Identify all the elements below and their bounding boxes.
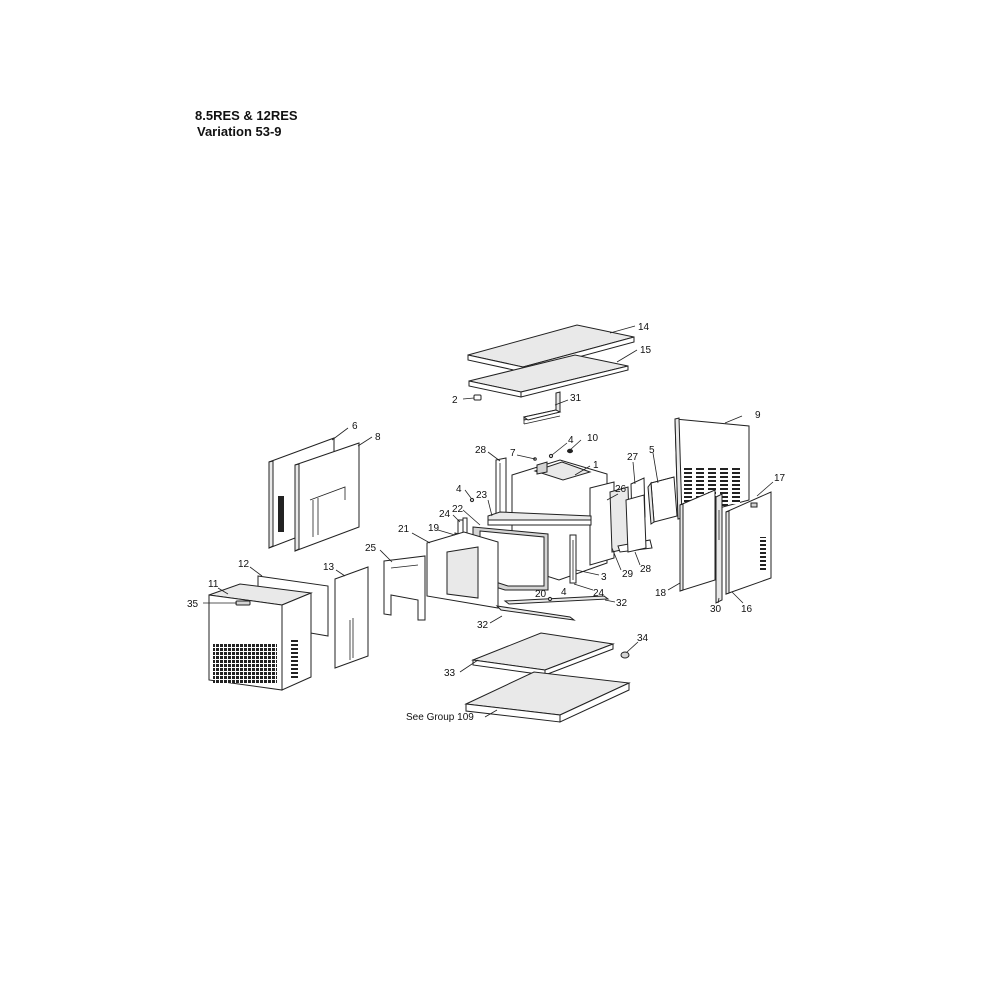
part-26-side-plate (589, 481, 615, 566)
label-35: 35 (187, 599, 199, 610)
label-9: 9 (755, 410, 761, 421)
label-29: 29 (622, 569, 634, 580)
label-8: 8 (375, 432, 381, 443)
label-6: 6 (352, 421, 358, 432)
part-33-base-pan (471, 632, 615, 676)
part-34-drain-fitting (620, 651, 630, 659)
part-9-rear-condenser-panel (674, 417, 750, 520)
label-4-top: 4 (568, 435, 574, 446)
label-33: 33 (444, 668, 456, 679)
part-10-grommet (567, 448, 573, 454)
label-24-left: 24 (439, 509, 451, 520)
base-group-109 (464, 671, 631, 723)
label-26: 26 (615, 484, 627, 495)
part-25-frame (383, 555, 426, 621)
label-17: 17 (774, 473, 786, 484)
part-16-right-door-panel (725, 491, 772, 595)
part-23-panel (487, 511, 592, 526)
part-32-rail-left (495, 605, 576, 621)
label-4-bottom: 4 (561, 587, 567, 598)
label-14: 14 (638, 322, 650, 333)
label-2: 2 (452, 395, 458, 406)
diagram-title-variation: Variation 53-9 (197, 124, 282, 139)
label-25: 25 (365, 543, 377, 554)
label-32-left: 32 (477, 620, 489, 631)
label-34: 34 (637, 633, 649, 644)
part-20-screw (547, 596, 553, 602)
part-31-bracket (522, 391, 562, 425)
label-31: 31 (570, 393, 582, 404)
label-10: 10 (587, 433, 599, 444)
part-3-upright (569, 534, 577, 584)
front-grille (213, 643, 277, 683)
part-4-fastener-b (469, 497, 475, 503)
label-22: 22 (452, 504, 464, 515)
label-30: 30 (710, 604, 722, 615)
part-11-front-cabinet (208, 583, 313, 691)
part-32-rail-right (503, 595, 610, 605)
label-3: 3 (601, 572, 607, 583)
part-21-front-panel (426, 531, 499, 609)
part-5-control-box (647, 476, 678, 525)
label-11: 11 (208, 579, 219, 590)
label-24-right: 24 (593, 588, 605, 599)
label-27: 27 (627, 452, 639, 463)
part-28-post-right (625, 494, 647, 553)
condenser-fins (684, 466, 740, 511)
part-18-right-panel (679, 489, 716, 592)
part-15-top-panel (468, 354, 629, 398)
label-19: 19 (428, 523, 440, 534)
part-17-latch (750, 502, 758, 508)
part-4-fastener-a (548, 453, 554, 459)
label-13: 13 (323, 562, 335, 573)
diagram-title-model: 8.5RES & 12RES (195, 108, 298, 123)
label-28-top: 28 (475, 445, 487, 456)
part-13-side-panel (334, 566, 369, 669)
label-1: 1 (593, 460, 599, 471)
label-12: 12 (238, 559, 250, 570)
label-5: 5 (649, 445, 655, 456)
part-35-badge (235, 600, 251, 606)
label-see-group-109: See Group 109 (406, 712, 474, 723)
label-32-right: 32 (616, 598, 628, 609)
label-18: 18 (655, 588, 667, 599)
label-15: 15 (640, 345, 652, 356)
part-8-left-inner-panel (294, 442, 360, 552)
label-23: 23 (476, 490, 488, 501)
label-16: 16 (741, 604, 753, 615)
side-vent (291, 640, 298, 678)
label-21: 21 (398, 524, 410, 535)
part-2-clip (473, 394, 482, 401)
label-7: 7 (510, 448, 516, 459)
part-28-post-left (495, 457, 507, 517)
part-30-trim-strip (715, 493, 723, 604)
part-labels: 14 15 2 31 9 6 8 10 4 7 28 5 27 1 17 4 2… (187, 322, 786, 723)
label-28-right: 28 (640, 564, 652, 575)
label-4-left: 4 (456, 484, 462, 495)
label-20: 20 (535, 589, 547, 600)
leader-lines (203, 325, 774, 718)
